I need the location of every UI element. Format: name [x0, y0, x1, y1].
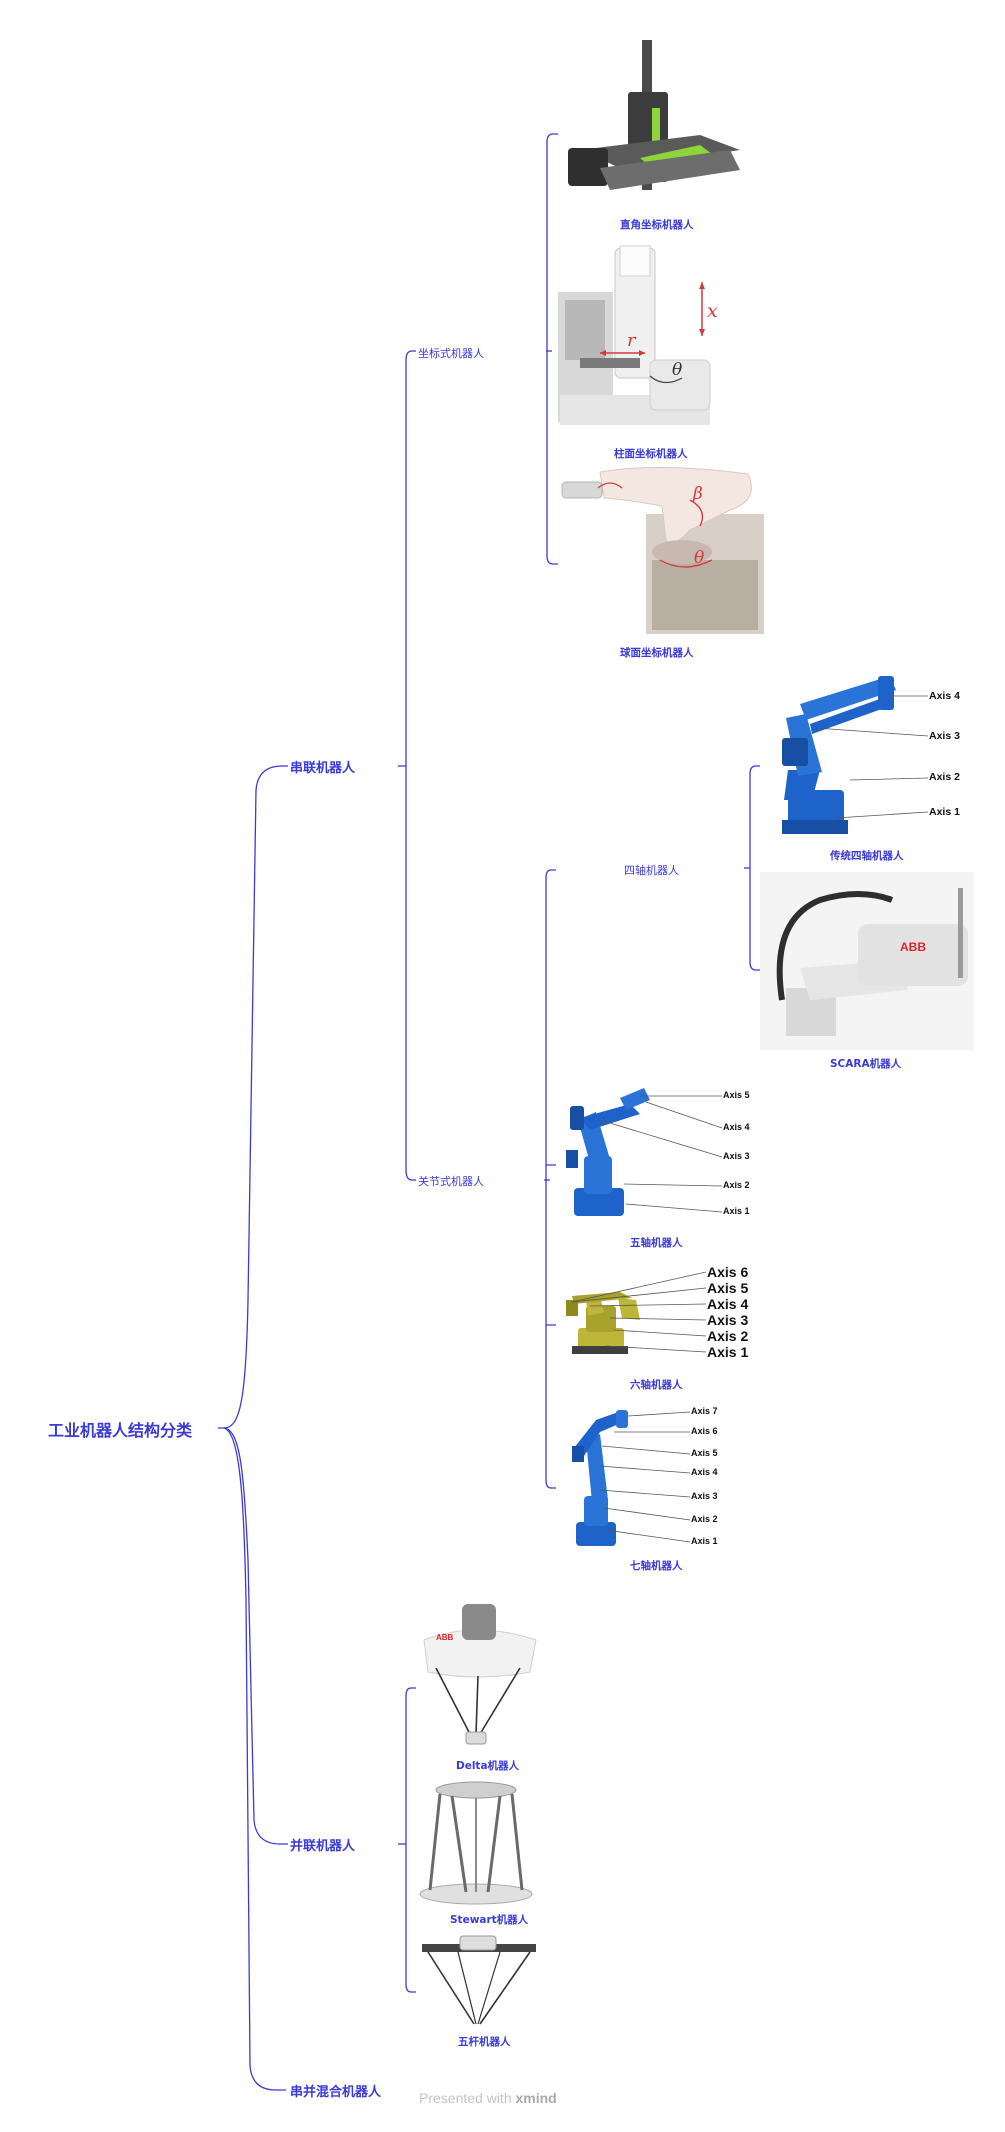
footer-brand: xmind [515, 2090, 557, 2106]
axis-label: Axis 4 [691, 1467, 718, 1477]
axis-label: Axis 1 [707, 1344, 749, 1360]
stewart-robot-image [419, 1781, 533, 1905]
axis-label: Axis 7 [691, 1406, 718, 1416]
axis-label: Axis 1 [723, 1206, 750, 1216]
caption-delta[interactable]: Delta机器人 [456, 1760, 520, 1772]
bracket-parallel [405, 1687, 416, 1993]
bracket-articulated [545, 869, 556, 1489]
label-theta-spherical: θ [694, 548, 705, 568]
delta-robot-image [423, 1604, 537, 1745]
axis-label: Axis 1 [929, 806, 960, 818]
footer-prefix: Presented with [419, 2090, 516, 2106]
axis-label: Axis 6 [707, 1264, 749, 1280]
five-axis-robot-image [566, 1088, 650, 1216]
connector-root-parallel [223, 1427, 288, 1845]
cylindrical-robot-image [558, 245, 711, 425]
caption-cylindrical[interactable]: 柱面坐标机器人 [614, 448, 688, 460]
connector-root-serial [218, 765, 288, 1429]
caption-six-axis[interactable]: 六轴机器人 [630, 1379, 683, 1391]
root-node[interactable]: 工业机器人结构分类 [48, 1421, 193, 1440]
axis-label: Axis 2 [723, 1180, 750, 1190]
node-articulated-robot[interactable]: 关节式机器人 [418, 1175, 484, 1188]
caption-stewart[interactable]: Stewart机器人 [450, 1914, 529, 1926]
axis-label: Axis 4 [707, 1296, 749, 1312]
caption-seven-axis[interactable]: 七轴机器人 [630, 1560, 683, 1572]
bracket-coordinate [546, 133, 558, 565]
traditional-four-axis-robot-image [782, 676, 896, 834]
caption-five-bar[interactable]: 五杆机器人 [458, 2036, 511, 2048]
bracket-four-axis [749, 765, 760, 971]
axis-label: Axis 3 [929, 730, 960, 742]
connectors [218, 133, 760, 2091]
label-x: x [707, 300, 718, 322]
axis-label: Axis 5 [691, 1448, 718, 1458]
axis-label: Axis 3 [691, 1491, 718, 1501]
axis-label: Axis 3 [723, 1151, 750, 1161]
label-beta: β [693, 484, 703, 504]
caption-cartesian[interactable]: 直角坐标机器人 [620, 219, 694, 231]
axis-label: Axis 2 [929, 771, 960, 783]
scara-robot-image [760, 872, 974, 1050]
axis-label: Axis 4 [723, 1122, 750, 1132]
bracket-serial [405, 350, 416, 1181]
axis-label: Axis 3 [707, 1312, 749, 1328]
footer-watermark: Presented with xmind [419, 2090, 557, 2106]
six-axis-robot-image [566, 1292, 640, 1354]
node-coordinate-robot[interactable]: 坐标式机器人 [418, 347, 484, 360]
articulated-ticks [546, 1164, 556, 1326]
axis-label: Axis 5 [723, 1090, 750, 1100]
abb-logo-delta: ABB [436, 1633, 454, 1642]
cartesian-robot-image [568, 40, 740, 190]
caption-scara[interactable]: SCARA机器人 [830, 1058, 902, 1070]
node-four-axis-robot[interactable]: 四轴机器人 [624, 864, 679, 877]
caption-spherical[interactable]: 球面坐标机器人 [620, 647, 694, 659]
axis-label: Axis 1 [691, 1536, 718, 1546]
caption-traditional-four-axis[interactable]: 传统四轴机器人 [830, 850, 904, 862]
node-parallel-robot[interactable]: 并联机器人 [290, 1839, 356, 1854]
axis-label: Axis 2 [691, 1514, 718, 1524]
connector-root-hybrid [223, 1427, 286, 2091]
axis-label: Axis 6 [691, 1426, 718, 1436]
five-bar-robot-image [422, 1935, 536, 2025]
spherical-robot-image [561, 466, 764, 634]
seven-axis-robot-image [572, 1410, 628, 1546]
node-serial-robot[interactable]: 串联机器人 [290, 761, 356, 776]
axis-label: Axis 4 [929, 690, 960, 702]
axis-label: Axis 5 [707, 1280, 749, 1296]
axis-callout-lines [571, 695, 929, 1543]
node-hybrid-robot[interactable]: 串并混合机器人 [290, 2085, 382, 2100]
label-theta-cylindrical: θ [672, 360, 683, 380]
abb-logo: ABB [900, 940, 926, 954]
label-r: r [627, 330, 636, 351]
caption-five-axis[interactable]: 五轴机器人 [630, 1237, 683, 1249]
axis-label: Axis 2 [707, 1328, 749, 1344]
